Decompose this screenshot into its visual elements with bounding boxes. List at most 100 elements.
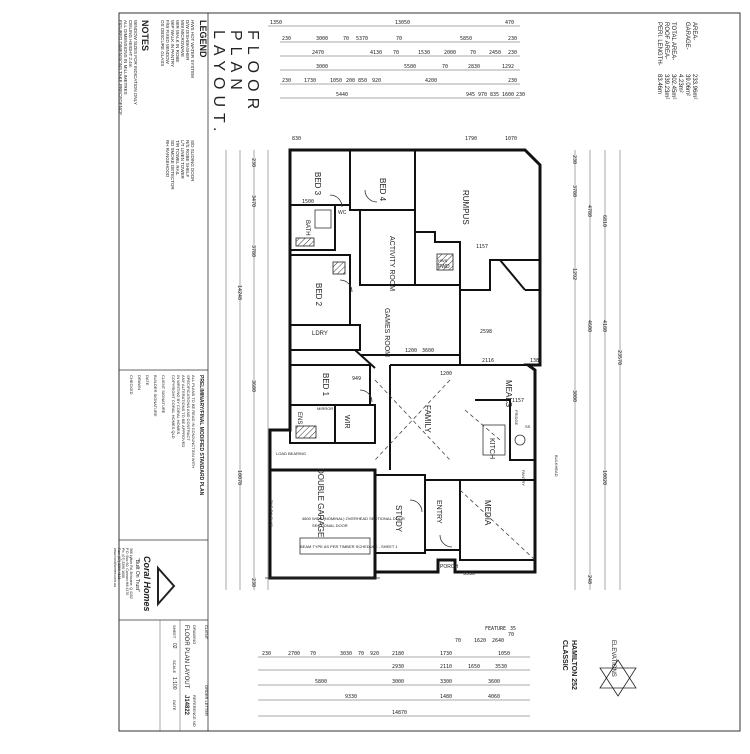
- reference-label: REFERENCE NO: [192, 695, 197, 727]
- area-roof: ROOF AREA-: [663, 22, 669, 59]
- dim-label: 23570: [616, 350, 622, 365]
- dim-label: 230: [262, 651, 271, 657]
- room-label-wir: WIR: [343, 415, 350, 429]
- dim-label: 4060: [488, 694, 500, 700]
- room-label-family: FAMILY: [423, 405, 432, 434]
- legend-line: WIR WALK IN ROBE: [175, 20, 180, 62]
- dim-label: 2110: [440, 664, 452, 670]
- dim-label: 230: [508, 78, 517, 84]
- elevations-label: ELEVATIONS: [610, 640, 616, 677]
- ensuite-shower: [295, 425, 317, 439]
- scale-value: 1:100: [171, 677, 177, 690]
- room-label-bed2: BED 2: [314, 283, 323, 307]
- dim-label: 3030: [340, 651, 352, 657]
- door-swing: [329, 194, 343, 208]
- room-label-bed3: BED 3: [313, 172, 322, 196]
- approval-block: PRELIMINARY/FINAL MODIFIED STANDARD PLAN…: [129, 375, 204, 496]
- company-tagline: "Built On Trust": [134, 558, 140, 592]
- dim-label: 1200: [440, 371, 452, 377]
- dim-label: 3600: [250, 380, 256, 392]
- title-line-3: LAYOUT.: [210, 30, 227, 138]
- feature-label: FEATURE: [485, 626, 506, 632]
- reference-number: J14822: [183, 695, 189, 716]
- beam-note: BEAM TYPE AS PER TIMBER SCHEDULE - SHEET…: [300, 544, 398, 549]
- media-walls: [459, 479, 536, 561]
- dim-label: 2116: [482, 358, 494, 364]
- title-line-2: PLAN: [227, 30, 244, 96]
- door-swing: [409, 499, 423, 513]
- dim-label: 3470: [250, 195, 256, 207]
- legend-line: F/W FIXED WINDOW: [165, 20, 170, 64]
- approval-line: DRAWN: [137, 375, 142, 390]
- dim-label: 230: [282, 36, 291, 42]
- approval-line: COPYRIGHT CORAL HOMES QLD: [171, 375, 176, 439]
- room-label-games: GAMES ROOM: [383, 308, 390, 357]
- legend-line: S/D SLIDING DOOR: [190, 140, 195, 182]
- door-note: 4800 WIDE (NOMINAL) OVERHEAD SECTIONAL D…: [302, 516, 405, 521]
- design-block: HAMILTON 252 CLASSIC: [561, 640, 577, 690]
- hws-note: HWS: [438, 258, 448, 263]
- dim-label: 1600: [502, 92, 514, 98]
- drawing-title-block: CLIENT ORDER LETTER DRAWING FLOOR PLAN L…: [171, 625, 209, 727]
- dim-label: 230: [571, 155, 577, 164]
- games-angle-wall: [354, 349, 376, 369]
- laundry-walls: [289, 324, 361, 351]
- date-label: DATE: [172, 700, 177, 711]
- approval-line: IN WRITING BY CORAL HOMES: [176, 375, 181, 435]
- notes-line: FIGURED DIMENSIONS TAKE PRECEDENCE: [118, 20, 123, 115]
- room-label-meals: MEALS: [504, 380, 513, 407]
- elevations-block: ELEVATIONS: [610, 640, 616, 677]
- dim-label: 3600: [488, 679, 500, 685]
- approval-line: BUILDER SIGNATURE: [153, 375, 158, 417]
- dim-label: 945: [466, 92, 475, 98]
- dim-label: 2598: [480, 329, 492, 335]
- dim-label: 2000: [444, 50, 456, 56]
- approval-line: CHECKED: [129, 375, 134, 395]
- area-perimeter: PERI. LENGTH-: [656, 22, 662, 66]
- area-garage-value: 39.06m²: [684, 74, 690, 96]
- dim-label: 470: [505, 20, 514, 26]
- room-label-ldry: LDRY: [312, 331, 328, 337]
- client-label: CLIENT: [204, 625, 209, 640]
- door-swing: [364, 189, 378, 203]
- dim-label: 70: [508, 632, 514, 638]
- dim-label: 1500: [302, 199, 314, 205]
- pantry-note: PANTRY: [521, 470, 526, 486]
- title-line-1: FLOOR: [244, 30, 261, 115]
- room-label-rumpus: RUMPUS: [461, 190, 470, 225]
- bath-walls: [289, 204, 336, 251]
- company-address: Fax: (07) 3390 4101: [117, 548, 121, 580]
- media-diagonal: [459, 489, 536, 561]
- design-name-line-2: CLASSIC: [561, 640, 568, 671]
- door-swing: [359, 389, 373, 403]
- dim-label: 70: [442, 64, 448, 70]
- dim-label: 3600: [422, 348, 434, 354]
- ss-note: SS: [525, 424, 531, 429]
- dim-label: 240: [586, 575, 592, 584]
- area-total-value: 302.45m²: [670, 74, 676, 99]
- area-porch-value: 4.23m²: [677, 74, 683, 93]
- drawing-label: DRAWING: [192, 625, 197, 644]
- company-address: Ph: (07) 3390 1688: [121, 548, 125, 578]
- notes-line: ALL DIMENSIONS IN MILLIMETRES: [123, 20, 128, 95]
- room-label-entry: ENTRY: [435, 500, 442, 524]
- dim-label: 970: [478, 92, 487, 98]
- dim-label: 3300: [440, 679, 452, 685]
- room-label-wc: WC: [338, 210, 347, 216]
- dim-label: 835: [490, 92, 499, 98]
- dim-label: 3530: [463, 571, 475, 577]
- dim-label: 70: [396, 36, 402, 42]
- dim-label: 2640: [492, 638, 504, 644]
- kitchen-island-outline: [464, 409, 501, 441]
- dim-label: 1382: [530, 358, 542, 364]
- legend-line: HWS HOT WATER SYSTEM: [190, 20, 195, 78]
- dim-label: 1200: [405, 348, 417, 354]
- company-block: Coral Homes "Built On Trust" 366 Lytton …: [113, 548, 176, 612]
- dims-left: 230 3470 3780 14240 3600 10070 230: [225, 150, 269, 590]
- dim-label: 5800: [315, 679, 327, 685]
- room-label-bed4: BED 4: [378, 178, 387, 202]
- floor-plan: BED 3 BED 4 RUMPUS ACTIVITY ROOM BED 2 G…: [265, 136, 559, 580]
- dim-label: 4600: [586, 320, 592, 332]
- dim-label: 5440: [336, 92, 348, 98]
